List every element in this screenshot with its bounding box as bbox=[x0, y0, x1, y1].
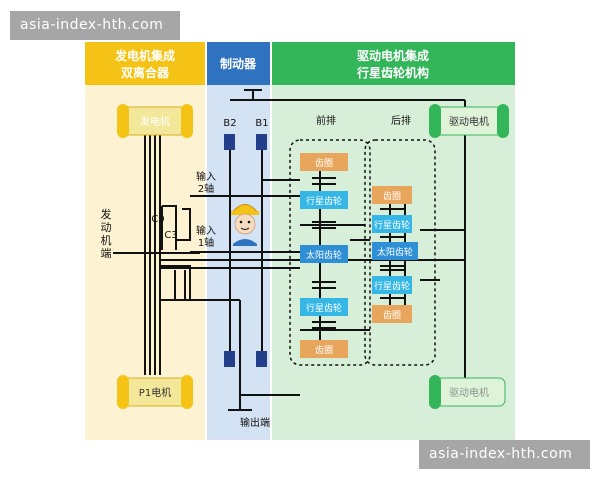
engineer-mascot-icon bbox=[230, 204, 260, 246]
rear-planet-gear-top-label: 行星齿轮 bbox=[374, 219, 410, 231]
engine-end-label: 发动机端 bbox=[101, 207, 112, 260]
rear-planet-gear-bottom-label: 行星齿轮 bbox=[374, 280, 410, 292]
shaft-lines bbox=[113, 89, 466, 411]
front-planet-gear-top-label: 行星齿轮 bbox=[306, 195, 342, 207]
planet-mesh-ticks bbox=[312, 177, 404, 329]
generator-motor: 发电机 bbox=[117, 104, 193, 138]
generator-section-title-2: 双离合器 bbox=[121, 65, 170, 80]
rear-ring-gear-bottom bbox=[372, 305, 412, 323]
front-ring-gear-bottom-label: 齿圈 bbox=[315, 345, 333, 356]
drive-motor-bottom-label: 驱动电机 bbox=[449, 386, 489, 399]
front-sun-gear-label: 太阳齿轮 bbox=[306, 249, 342, 261]
brake-section-title: 制动器 bbox=[220, 56, 257, 71]
front-row-frame bbox=[289, 139, 371, 366]
rear-ring-gear-bottom-label: 齿圈 bbox=[383, 310, 401, 321]
b2-brake-top bbox=[224, 134, 235, 150]
drive-section-title-1: 驱动电机集成 bbox=[357, 48, 429, 63]
watermark-top: asia-index-hth.com bbox=[10, 11, 180, 40]
rear-sun-gear-label: 太阳齿轮 bbox=[377, 246, 413, 258]
generator-motor-label: 发电机 bbox=[140, 115, 170, 128]
p1-motor-label: P1电机 bbox=[139, 386, 171, 399]
front-ring-gear-bottom bbox=[300, 340, 348, 358]
b2-brake-bottom bbox=[224, 351, 235, 367]
rear-planet-gear-top bbox=[372, 215, 412, 233]
front-planet-gear-top bbox=[300, 191, 348, 209]
output-end-label: 输出端 bbox=[240, 416, 270, 429]
drive-motor-label: 驱动电机 bbox=[449, 115, 489, 128]
drive-motor-bottom: 驱动电机 bbox=[429, 375, 506, 409]
rear-sun-gear bbox=[372, 242, 418, 260]
b1-label: B1 bbox=[255, 118, 268, 129]
b2-label: B2 bbox=[223, 118, 236, 129]
rear-row-frame bbox=[364, 139, 436, 366]
generator-section-header bbox=[85, 42, 205, 85]
b1-brake-top bbox=[256, 134, 267, 150]
drive-section-header bbox=[272, 42, 515, 85]
rear-row-label: 后排 bbox=[391, 114, 411, 127]
generator-section-title-1: 发电机集成 bbox=[114, 48, 175, 63]
rear-ring-gear-top-label: 齿圈 bbox=[383, 191, 401, 202]
front-ring-gear-top bbox=[300, 153, 348, 171]
b1-brake-bottom bbox=[256, 351, 267, 367]
front-planet-gear-bottom-label: 行星齿轮 bbox=[306, 302, 342, 314]
drive-motor-top: 驱动电机 bbox=[429, 104, 509, 138]
front-row-label: 前排 bbox=[316, 114, 336, 127]
front-ring-gear-top-label: 齿圈 bbox=[315, 158, 333, 169]
rear-ring-gear-top bbox=[372, 186, 412, 204]
watermark-bottom: asia-index-hth.com bbox=[419, 440, 590, 469]
c0-label: C0 bbox=[151, 214, 164, 225]
front-planet-gear-bottom bbox=[300, 298, 348, 316]
front-sun-gear bbox=[300, 245, 348, 263]
brake-section-header bbox=[207, 42, 270, 85]
p1-motor: P1电机 bbox=[117, 375, 193, 409]
rear-planet-gear-bottom bbox=[372, 276, 412, 294]
drive-section-title-2: 行星齿轮机构 bbox=[356, 65, 429, 80]
c3-label: C3 bbox=[164, 230, 177, 241]
